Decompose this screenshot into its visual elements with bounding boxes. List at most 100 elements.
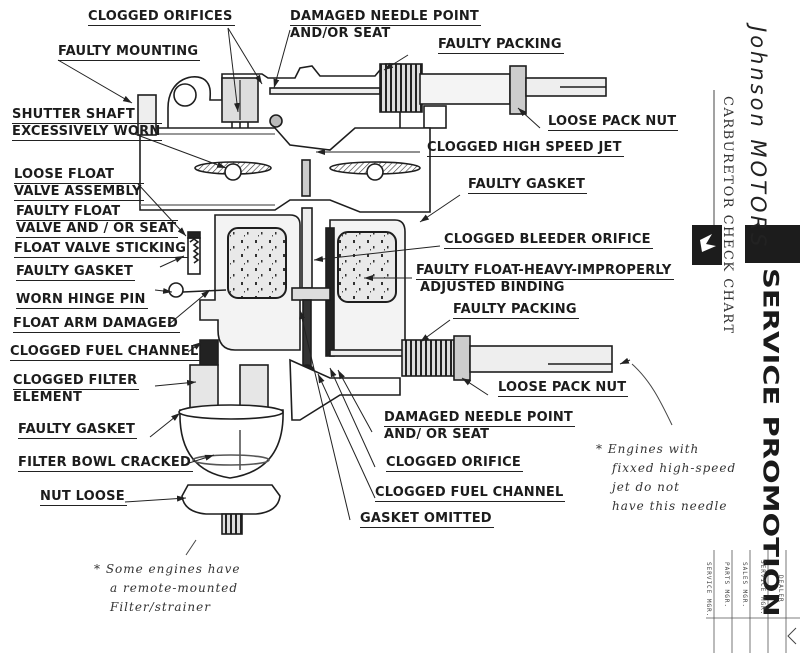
label-faulty-gasket-right: FAULTY GASKET [468, 177, 588, 194]
filter-bowl [179, 409, 284, 479]
mounting-hole [173, 83, 197, 107]
label-clogged-orifice: CLOGGED ORIFICE [386, 455, 523, 472]
label-line: FAULTY PACKING [438, 37, 564, 54]
label-line: SHUTTER SHAFT [12, 107, 163, 124]
top-needle-stem [419, 73, 511, 105]
label-line: VALVE ASSEMBLY [14, 184, 144, 201]
seahorse-emblem-icon [700, 234, 716, 252]
label-worn-hinge-pin: WORN HINGE PIN [16, 292, 148, 309]
high-speed-jet [301, 159, 311, 197]
label-line: FAULTY GASKET [16, 264, 136, 281]
note-line: have this needle [612, 499, 728, 513]
bottom-needle [329, 349, 407, 357]
bleeder-tube [301, 207, 313, 289]
chart-subtitle: CARBURETOR CHECK CHART [720, 96, 735, 335]
label-faulty-mounting: FAULTY MOUNTING [58, 44, 201, 61]
label-faulty-packing-bottom: FAULTY PACKING [453, 302, 579, 319]
label-faulty-gasket-bowl: FAULTY GASKET [18, 422, 138, 439]
label-line: FLOAT VALVE STICKING [14, 241, 189, 258]
label-line: AND/ OR SEAT [384, 427, 490, 442]
label-clogged-bleeder-orifice: CLOGGED BLEEDER ORIFICE [444, 232, 653, 249]
label-line: CLOGGED FUEL CHANNEL [375, 485, 566, 502]
label-line: CLOGGED BLEEDER ORIFICE [444, 232, 653, 249]
bottom-pack-nut [453, 335, 471, 381]
label-float-valve-sticking: FLOAT VALVE STICKING [14, 241, 189, 258]
label-line: NUT LOOSE [40, 489, 127, 506]
banner-bar [745, 225, 800, 263]
float-right [337, 231, 397, 303]
label-nut-loose: NUT LOOSE [40, 489, 127, 506]
brand-title: Johnson MOTORS [746, 26, 770, 250]
label-loose-pack-nut-top: LOOSE PACK NUT [548, 114, 679, 131]
note-line: a remote-mounted [110, 581, 239, 595]
handwritten-pointers [185, 363, 673, 556]
signoff-dealer: DEALER [777, 575, 784, 603]
carburetor-drawing [137, 63, 613, 535]
label-clogged-fuel-channel-right: CLOGGED FUEL CHANNEL [375, 485, 566, 502]
signoff-grid [706, 550, 800, 653]
note-line: * Some engines have [94, 562, 241, 576]
label-line: AND/OR SEAT [290, 26, 391, 41]
signoff-service-mgr-1: SERVICE MGR. [705, 562, 712, 618]
venturi-body [139, 127, 431, 213]
label-line: GASKET OMITTED [360, 511, 494, 528]
label-clogged-high-speed-jet: CLOGGED HIGH SPEED JET [427, 140, 624, 157]
top-needle [269, 87, 381, 95]
signoff-sales-mgr: SALES MGR. [741, 562, 748, 609]
note-line: Filter/strainer [110, 600, 211, 614]
label-line: FAULTY PACKING [453, 302, 579, 319]
label-gasket-omitted: GASKET OMITTED [360, 511, 494, 528]
leader-lines [57, 27, 631, 521]
signoff-service-mgr-2: SERVICE MGR. [759, 560, 766, 616]
bowl-nut [181, 484, 281, 515]
label-line: FAULTY GASKET [468, 177, 588, 194]
hinge-pin [168, 282, 184, 298]
label-line: DAMAGED NEEDLE POINT [384, 410, 576, 427]
label-loose-pack-nut-bottom: LOOSE PACK NUT [498, 380, 629, 397]
note-line: jet do not [612, 480, 680, 494]
label-line: FAULTY FLOAT-HEAVY-IMPROPERLY [416, 263, 674, 280]
bottom-needle-shaft [469, 345, 613, 373]
label-line: LOOSE FLOAT [14, 167, 144, 184]
fuel-channel [199, 339, 219, 366]
label-faulty-packing-top: FAULTY PACKING [438, 37, 564, 54]
label-line: WORN HINGE PIN [16, 292, 148, 309]
label-line: CLOGGED FILTER [13, 373, 140, 390]
label-line: CLOGGED FUEL CHANNEL [10, 344, 201, 361]
label-line: FAULTY FLOAT [16, 204, 179, 221]
needle-note: * Engines with fixxed high-speed jet do … [596, 440, 736, 516]
label-line: FILTER BOWL CRACKED [18, 455, 193, 472]
label-line: ADJUSTED BINDING [420, 280, 565, 295]
filter-note: * Some engines have a remote-mounted Fil… [94, 560, 240, 617]
label-line: DAMAGED NEEDLE POINT [290, 9, 482, 26]
label-line: CLOGGED HIGH SPEED JET [427, 140, 624, 157]
label-line: LOOSE PACK NUT [548, 114, 679, 131]
corner-chevron-icon [787, 627, 797, 645]
note-line: * Engines with [596, 442, 700, 456]
signoff-parts-mgr: PARTS MGR. [723, 562, 730, 609]
label-line: ELEMENT [13, 390, 83, 405]
label-clogged-fuel-channel-left: CLOGGED FUEL CHANNEL [10, 344, 201, 361]
right-panel [692, 90, 800, 653]
top-packing-threads [379, 63, 423, 113]
float-hinge-bar [291, 287, 331, 301]
float-left [227, 227, 287, 299]
label-line: EXCESSIVELY WORN [12, 124, 163, 141]
label-line: FAULTY GASKET [18, 422, 138, 439]
label-line: LOOSE PACK NUT [498, 380, 629, 397]
label-clogged-orifices: CLOGGED ORIFICES [88, 9, 235, 26]
label-line: CLOGGED ORIFICES [88, 9, 235, 26]
float-needle [302, 299, 312, 371]
shutter-shaft-block [137, 94, 157, 136]
note-line: fixxed high-speed [612, 461, 737, 475]
label-line: VALVE AND / OR SEAT [16, 221, 179, 238]
label-line: CLOGGED ORIFICE [386, 455, 523, 472]
